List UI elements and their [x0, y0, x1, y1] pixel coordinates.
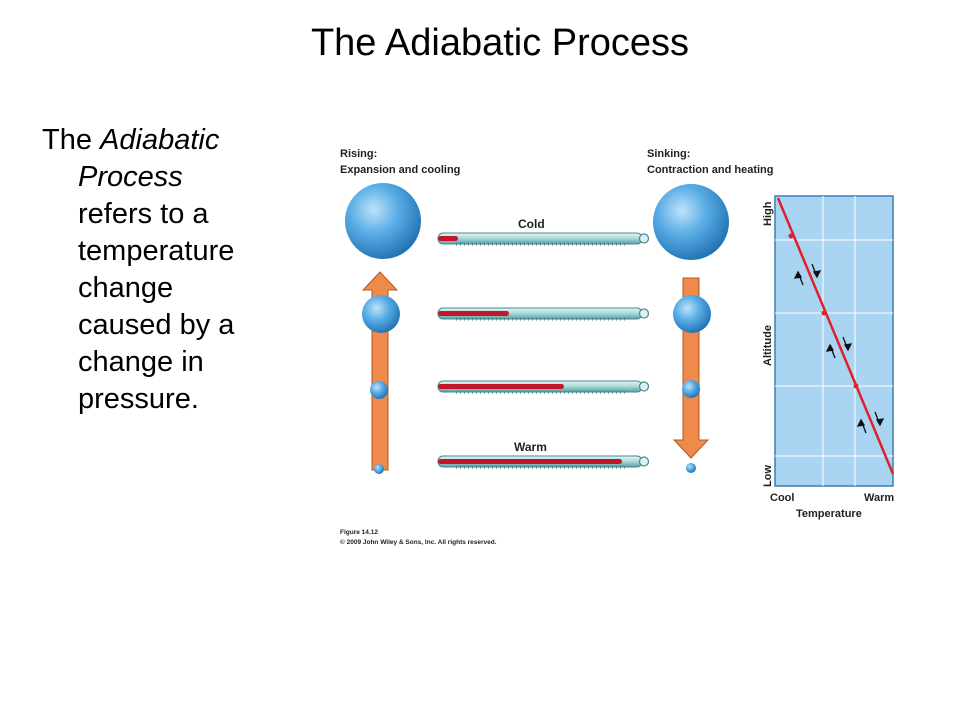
body-line: change — [78, 272, 174, 304]
body-line: temperature — [78, 235, 235, 267]
copyright-caption: © 2009 John Wiley & Sons, Inc. All right… — [340, 538, 497, 546]
thermometer-warm-label: Warm — [514, 440, 547, 454]
rising-subtitle: Expansion and cooling — [340, 164, 460, 176]
graph-point — [788, 233, 794, 239]
small-air-parcel — [370, 381, 388, 399]
up-arrow — [361, 271, 399, 471]
rising-column — [345, 183, 421, 474]
body-line: refers to a — [78, 198, 209, 230]
tiny-air-parcel — [374, 464, 384, 474]
body-line: caused by a — [78, 309, 235, 341]
sinking-title: Sinking: — [647, 148, 690, 160]
mercury-column — [438, 459, 622, 464]
axis-cool-label: Cool — [770, 492, 794, 504]
thermometer-group — [437, 232, 650, 469]
mercury-column — [438, 236, 458, 241]
medium-air-parcel — [362, 295, 400, 333]
lapse-rate-line — [776, 197, 895, 475]
sinking-subtitle: Contraction and heating — [647, 164, 774, 176]
small-air-parcel — [682, 380, 700, 398]
axis-high-label: High — [762, 201, 774, 226]
body-text: The Adiabatic Process refers to a temper… — [42, 122, 292, 418]
graph-arrow-pairs — [793, 263, 885, 434]
thermometer — [437, 307, 650, 321]
body-line: Process — [78, 161, 183, 193]
axis-low-label: Low — [762, 465, 774, 487]
altitude-temperature-graph: High Altitude Low Cool Warm Temperature — [762, 195, 895, 520]
tiny-air-parcel — [686, 463, 696, 473]
thermometer — [437, 380, 650, 394]
thermometer — [437, 232, 650, 246]
slide-title: The Adiabatic Process — [310, 22, 690, 64]
rising-title: Rising: — [340, 148, 377, 160]
thermometer — [437, 455, 650, 469]
body-line: The Adiabatic — [42, 124, 220, 156]
body-line: change in — [78, 346, 204, 378]
axis-temperature-label: Temperature — [796, 508, 862, 520]
figure-number-caption: Figure 14.12 — [340, 529, 378, 536]
graph-point — [853, 383, 859, 389]
thermometer-cold-label: Cold — [518, 217, 545, 231]
body-line: pressure. — [78, 383, 199, 415]
medium-air-parcel — [673, 295, 711, 333]
mercury-column — [438, 384, 564, 389]
mercury-column — [438, 311, 509, 316]
sinking-column — [653, 184, 729, 473]
large-air-parcel — [345, 183, 421, 259]
large-air-parcel — [653, 184, 729, 260]
graph-plot-area — [774, 195, 894, 487]
axis-warm-label: Warm — [864, 492, 894, 504]
graph-point — [821, 310, 827, 316]
axis-altitude-label: Altitude — [762, 325, 774, 366]
